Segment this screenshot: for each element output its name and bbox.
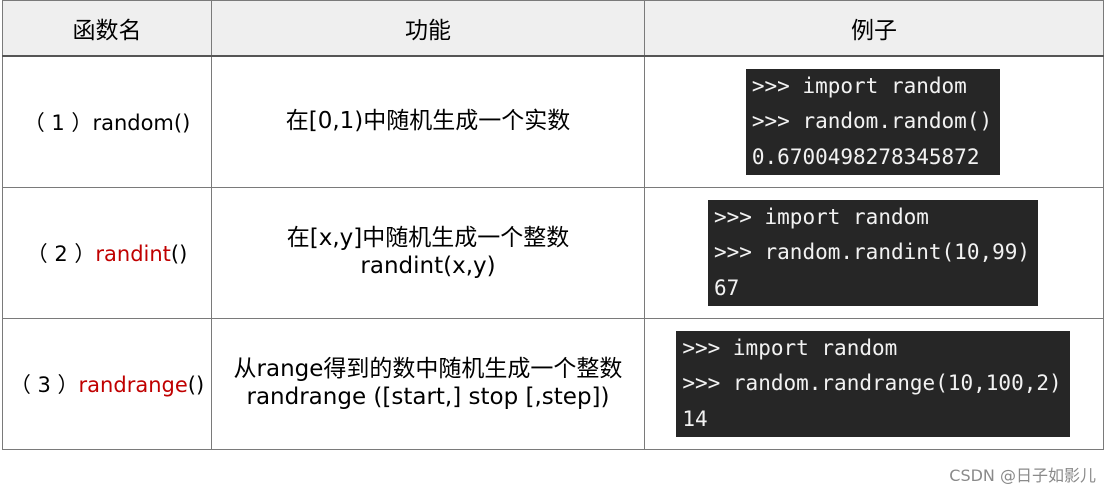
code-line: >>> random.random(): [751, 109, 993, 134]
function-identifier: random: [92, 111, 174, 135]
example-cell: >>> import random >>> random.randrange(10…: [644, 318, 1104, 450]
function-number: （ 3 ）: [9, 373, 79, 397]
function-name: （ 1 ）random(): [24, 111, 191, 135]
feature-signature: randrange ([start,] stop [,step]): [246, 384, 610, 410]
code-line: >>> random.randrange(10,100,2): [682, 371, 1062, 396]
code-block: >>> import random >>> random.random() 0.67…: [745, 68, 1001, 176]
feature-cell: 在[x,y]中随机生成一个整数 randint(x,y): [211, 187, 645, 319]
code-line: >>> import random: [682, 335, 898, 360]
code-block: >>> import random >>> random.randint(10,9…: [707, 199, 1039, 307]
function-identifier: randrange: [78, 373, 188, 397]
function-parens: (): [187, 373, 205, 397]
feature-cell: 从range得到的数中随机生成一个整数 randrange ([start,] …: [211, 318, 645, 450]
header-example: 例子: [644, 0, 1104, 57]
example-cell: >>> import random >>> random.random() 0.67…: [644, 55, 1104, 188]
code-block: >>> import random >>> random.randrange(10…: [676, 330, 1070, 438]
function-table: 函数名 功能 例子 （ 1 ）random() 在[0,1)中随机生成一个实数 …: [2, 0, 1104, 450]
feature-text: 从range得到的数中随机生成一个整数: [233, 356, 623, 383]
code-output: 14: [682, 406, 708, 431]
function-name: （ 2 ）randint(): [27, 242, 188, 266]
function-name-cell: （ 1 ）random(): [2, 55, 212, 188]
function-name-cell: （ 2 ）randint(): [2, 187, 212, 319]
example-cell: >>> import random >>> random.randint(10,9…: [644, 187, 1104, 319]
watermark: CSDN @日子如影儿: [949, 466, 1096, 485]
code-output: 67: [713, 275, 740, 300]
function-name-cell: （ 3 ）randrange(): [2, 318, 212, 450]
code-line: >>> random.randint(10,99): [713, 240, 1031, 265]
function-name: （ 3 ）randrange(): [10, 373, 204, 397]
code-output: 0.6700498278345872: [751, 144, 980, 169]
code-line: >>> import random: [751, 73, 967, 98]
feature-text: 在[x,y]中随机生成一个整数: [286, 225, 570, 252]
header-row: 函数名 功能 例子: [2, 0, 1104, 57]
function-identifier: randint: [95, 242, 171, 266]
table-row: （ 2 ）randint() 在[x,y]中随机生成一个整数 randint(x…: [2, 187, 1104, 319]
header-function-name: 函数名: [2, 0, 212, 57]
feature-signature: randint(x,y): [360, 253, 496, 279]
code-line: >>> import random: [713, 204, 929, 229]
function-number: （ 1 ）: [23, 111, 93, 135]
table-row: （ 1 ）random() 在[0,1)中随机生成一个实数 >>> import…: [2, 55, 1104, 188]
feature-cell: 在[0,1)中随机生成一个实数: [211, 55, 645, 188]
table-row: （ 3 ）randrange() 从range得到的数中随机生成一个整数 ran…: [2, 318, 1104, 450]
header-feature: 功能: [211, 0, 645, 57]
feature-text: 在[0,1)中随机生成一个实数: [285, 108, 571, 135]
function-parens: (): [173, 111, 191, 135]
function-parens: (): [170, 242, 188, 266]
function-number: （ 2 ）: [26, 242, 96, 266]
